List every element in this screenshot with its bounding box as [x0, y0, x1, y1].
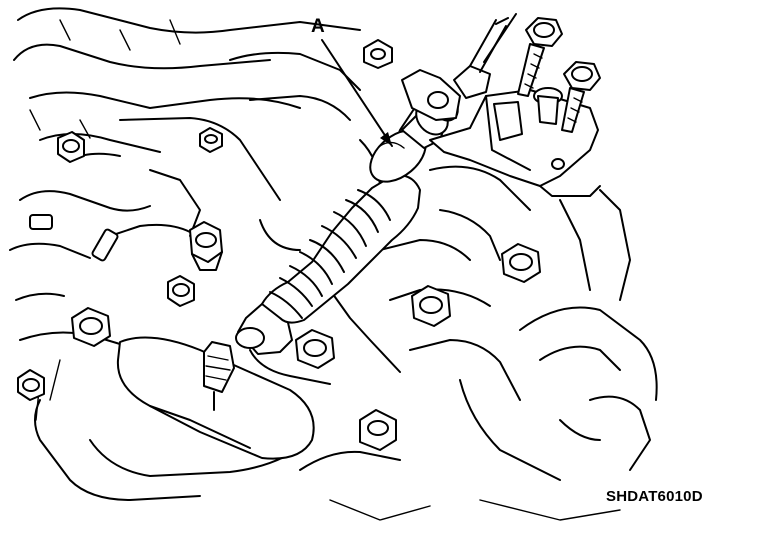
bolt [199, 127, 223, 153]
bolt [189, 221, 223, 271]
bracket-bolt [517, 17, 563, 97]
bracket-bolt [561, 61, 601, 133]
cable-rubber-boot [261, 129, 427, 324]
transaxle-housing [9, 7, 658, 521]
bolt [295, 329, 335, 369]
callout-label-a: A [311, 16, 325, 37]
bolt [363, 39, 393, 69]
shift-lever [116, 336, 315, 460]
bolt [17, 369, 45, 401]
figure-code: SHDAT6010D [606, 488, 703, 505]
bolt [167, 275, 195, 307]
bolt [501, 243, 541, 283]
bolt [71, 307, 111, 347]
flange-bolt [533, 87, 563, 125]
bolt [411, 285, 451, 327]
bolt [359, 409, 397, 451]
leader-line [321, 39, 393, 147]
bolt [57, 131, 85, 163]
